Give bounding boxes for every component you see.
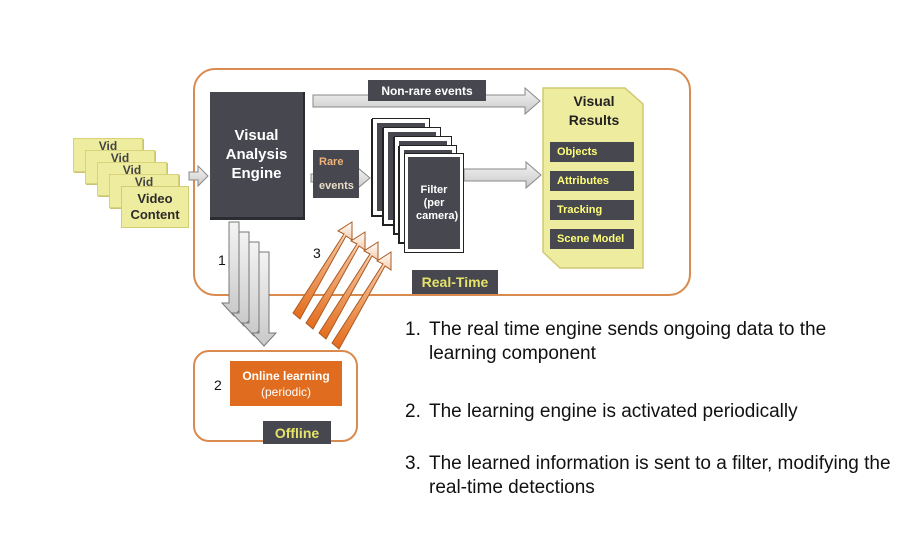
rare-line1: Rare <box>319 156 344 168</box>
video-content-label: Video Content <box>130 191 180 222</box>
filter-box: Filter (per camera) <box>404 153 464 253</box>
video-stack-label: Vid <box>110 151 130 165</box>
result-item-objects: Objects <box>550 142 634 162</box>
arrows-step3 <box>292 221 392 350</box>
note-number: 3. <box>405 453 421 474</box>
online-learning-box: Online learning (periodic) <box>230 361 342 406</box>
arrows-step1 <box>220 221 278 347</box>
visual-results-title: Visual Results <box>568 93 620 128</box>
video-content-box: Video Content <box>121 186 189 228</box>
non-rare-events-label-box: Non-rare events <box>368 80 486 101</box>
rare-line2: events <box>319 180 354 192</box>
realtime-tag: Real-Time <box>412 270 498 294</box>
step-number-3: 3 <box>313 245 321 261</box>
realtime-tag-label: Real-Time <box>421 274 489 290</box>
rare-events-label-box: Rare events <box>313 150 359 198</box>
arrow-filter-to-results <box>463 160 542 190</box>
visual-analysis-engine: Visual Analysis Engine <box>210 92 305 220</box>
online-learning-title: Online learning <box>242 368 330 383</box>
note-number: 2. <box>405 401 421 422</box>
video-stack-label: Vid <box>134 175 154 189</box>
arrow-video-to-engine <box>188 164 209 188</box>
note-number: 1. <box>405 319 421 340</box>
result-item-scene-model: Scene Model <box>550 229 634 249</box>
offline-tag: Offline <box>263 421 331 444</box>
step-number-2: 2 <box>214 377 222 393</box>
offline-tag-label: Offline <box>274 424 320 441</box>
note-text: The learned information is sent to a fil… <box>429 453 891 498</box>
step-number-1: 1 <box>218 252 226 268</box>
engine-label: Visual Analysis Engine <box>225 127 288 182</box>
result-item-attributes: Attributes <box>550 171 634 191</box>
note-text: The real time engine sends ongoing data … <box>429 319 827 364</box>
arrow-non-rare <box>312 86 541 116</box>
note-text: The learning engine is activated periodi… <box>429 401 798 422</box>
filter-title: Filter <box>420 183 448 196</box>
video-stack-label: Vid <box>122 163 142 177</box>
online-learning-sub: (periodic) <box>260 384 311 399</box>
filter-sub: (per camera) <box>416 196 459 222</box>
non-rare-events-label: Non-rare events <box>381 83 473 98</box>
result-item-tracking: Tracking <box>550 200 634 220</box>
video-stack-label: Vid <box>98 139 118 153</box>
